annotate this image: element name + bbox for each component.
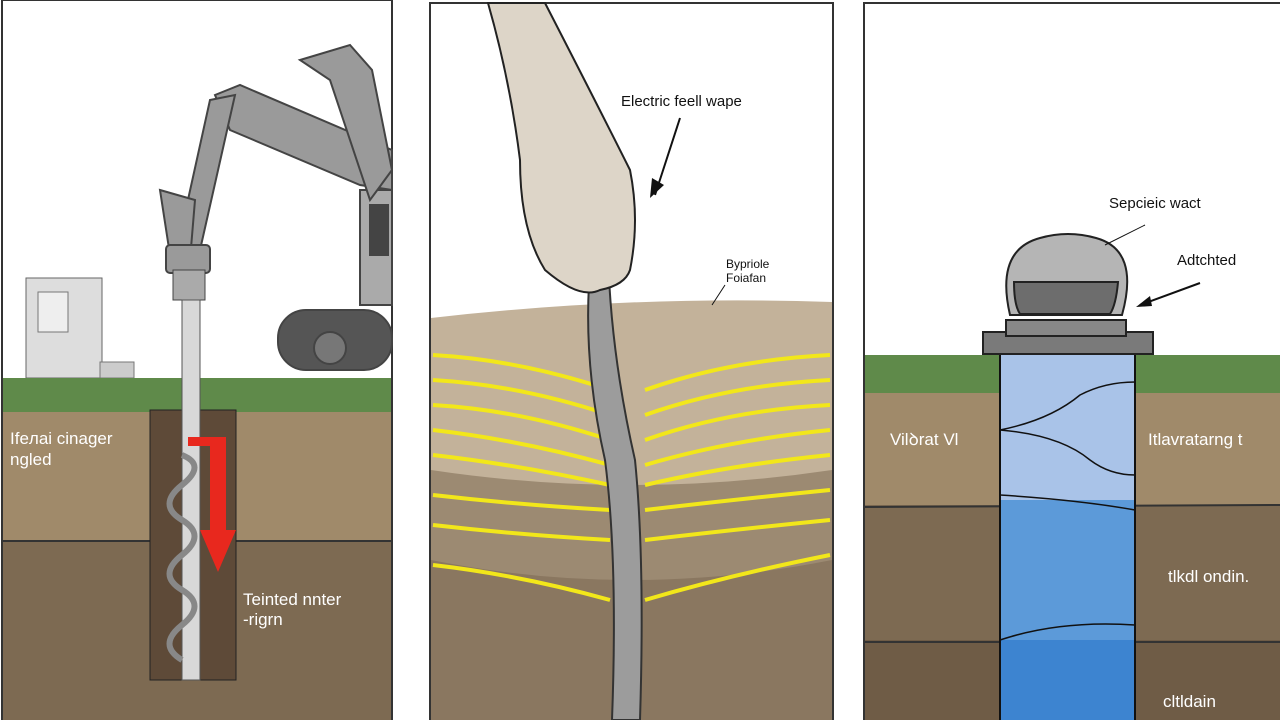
- well-cap: [982, 233, 1154, 355]
- label: ngled: [10, 450, 52, 469]
- label: Electric feell wape: [621, 93, 742, 110]
- auger-drill: [166, 269, 206, 681]
- label: cltldain: [1163, 692, 1216, 711]
- hand: [486, 2, 636, 294]
- excavator: [158, 43, 394, 371]
- label: Adtchted: [1177, 252, 1236, 269]
- utility-box: [25, 277, 135, 379]
- label: Foiafan: [726, 271, 766, 285]
- label: Teinted nnter: [243, 590, 342, 609]
- signal-waves: [432, 353, 831, 602]
- label: tlkdl ondin.: [1168, 567, 1249, 586]
- label: -rigrn: [243, 610, 283, 629]
- label: Vilꝺrat Vl: [890, 430, 958, 449]
- well-shaft: [999, 350, 1136, 720]
- label: Itlavratarng t: [1148, 430, 1243, 449]
- red-arrow: [188, 437, 236, 572]
- probe-rod: [587, 249, 643, 720]
- panel-auger: Ifeлai cinager ngled Teinted nnter -rigr…: [1, 0, 394, 720]
- label: Bypriole: [726, 257, 770, 271]
- label: Ifeлai cinager: [10, 429, 113, 448]
- panel-well: Sepcieic wact Adtchted Vilꝺrat Vl Itlavr…: [863, 2, 1280, 720]
- label: Sepcieic wact: [1109, 195, 1202, 212]
- panel-hand-probe: Electric feell wape Bypriole Foiafan: [429, 2, 834, 720]
